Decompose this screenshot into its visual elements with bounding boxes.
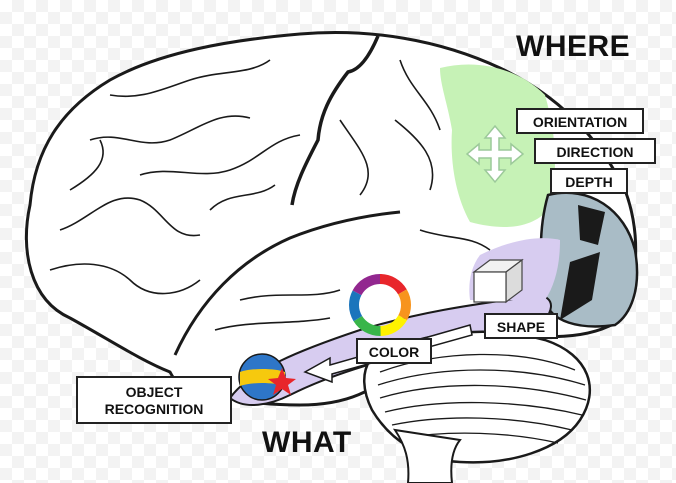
color-label: COLOR <box>356 338 432 364</box>
depth-label: DEPTH <box>550 168 628 194</box>
object-recognition-line2: RECOGNITION <box>104 400 204 417</box>
four-way-arrow-icon <box>465 124 525 184</box>
object-recognition-label: OBJECT RECOGNITION <box>76 376 232 424</box>
gyri-texture <box>49 59 491 331</box>
ball-icon <box>238 353 296 401</box>
shape-label: SHAPE <box>484 313 558 339</box>
where-heading: WHERE <box>516 30 631 63</box>
lateral-sulcus <box>173 210 401 356</box>
color-wheel-icon <box>349 274 411 336</box>
cube-icon <box>472 258 524 304</box>
cerebellum-folia <box>377 353 587 444</box>
object-recognition-line1: OBJECT <box>125 384 183 400</box>
central-sulcus <box>290 35 380 206</box>
what-heading: WHAT <box>262 426 352 459</box>
brainstem <box>392 428 462 483</box>
occipital-dark-band <box>560 205 605 320</box>
orientation-label: ORIENTATION <box>516 108 644 134</box>
direction-label: DIRECTION <box>534 138 656 164</box>
